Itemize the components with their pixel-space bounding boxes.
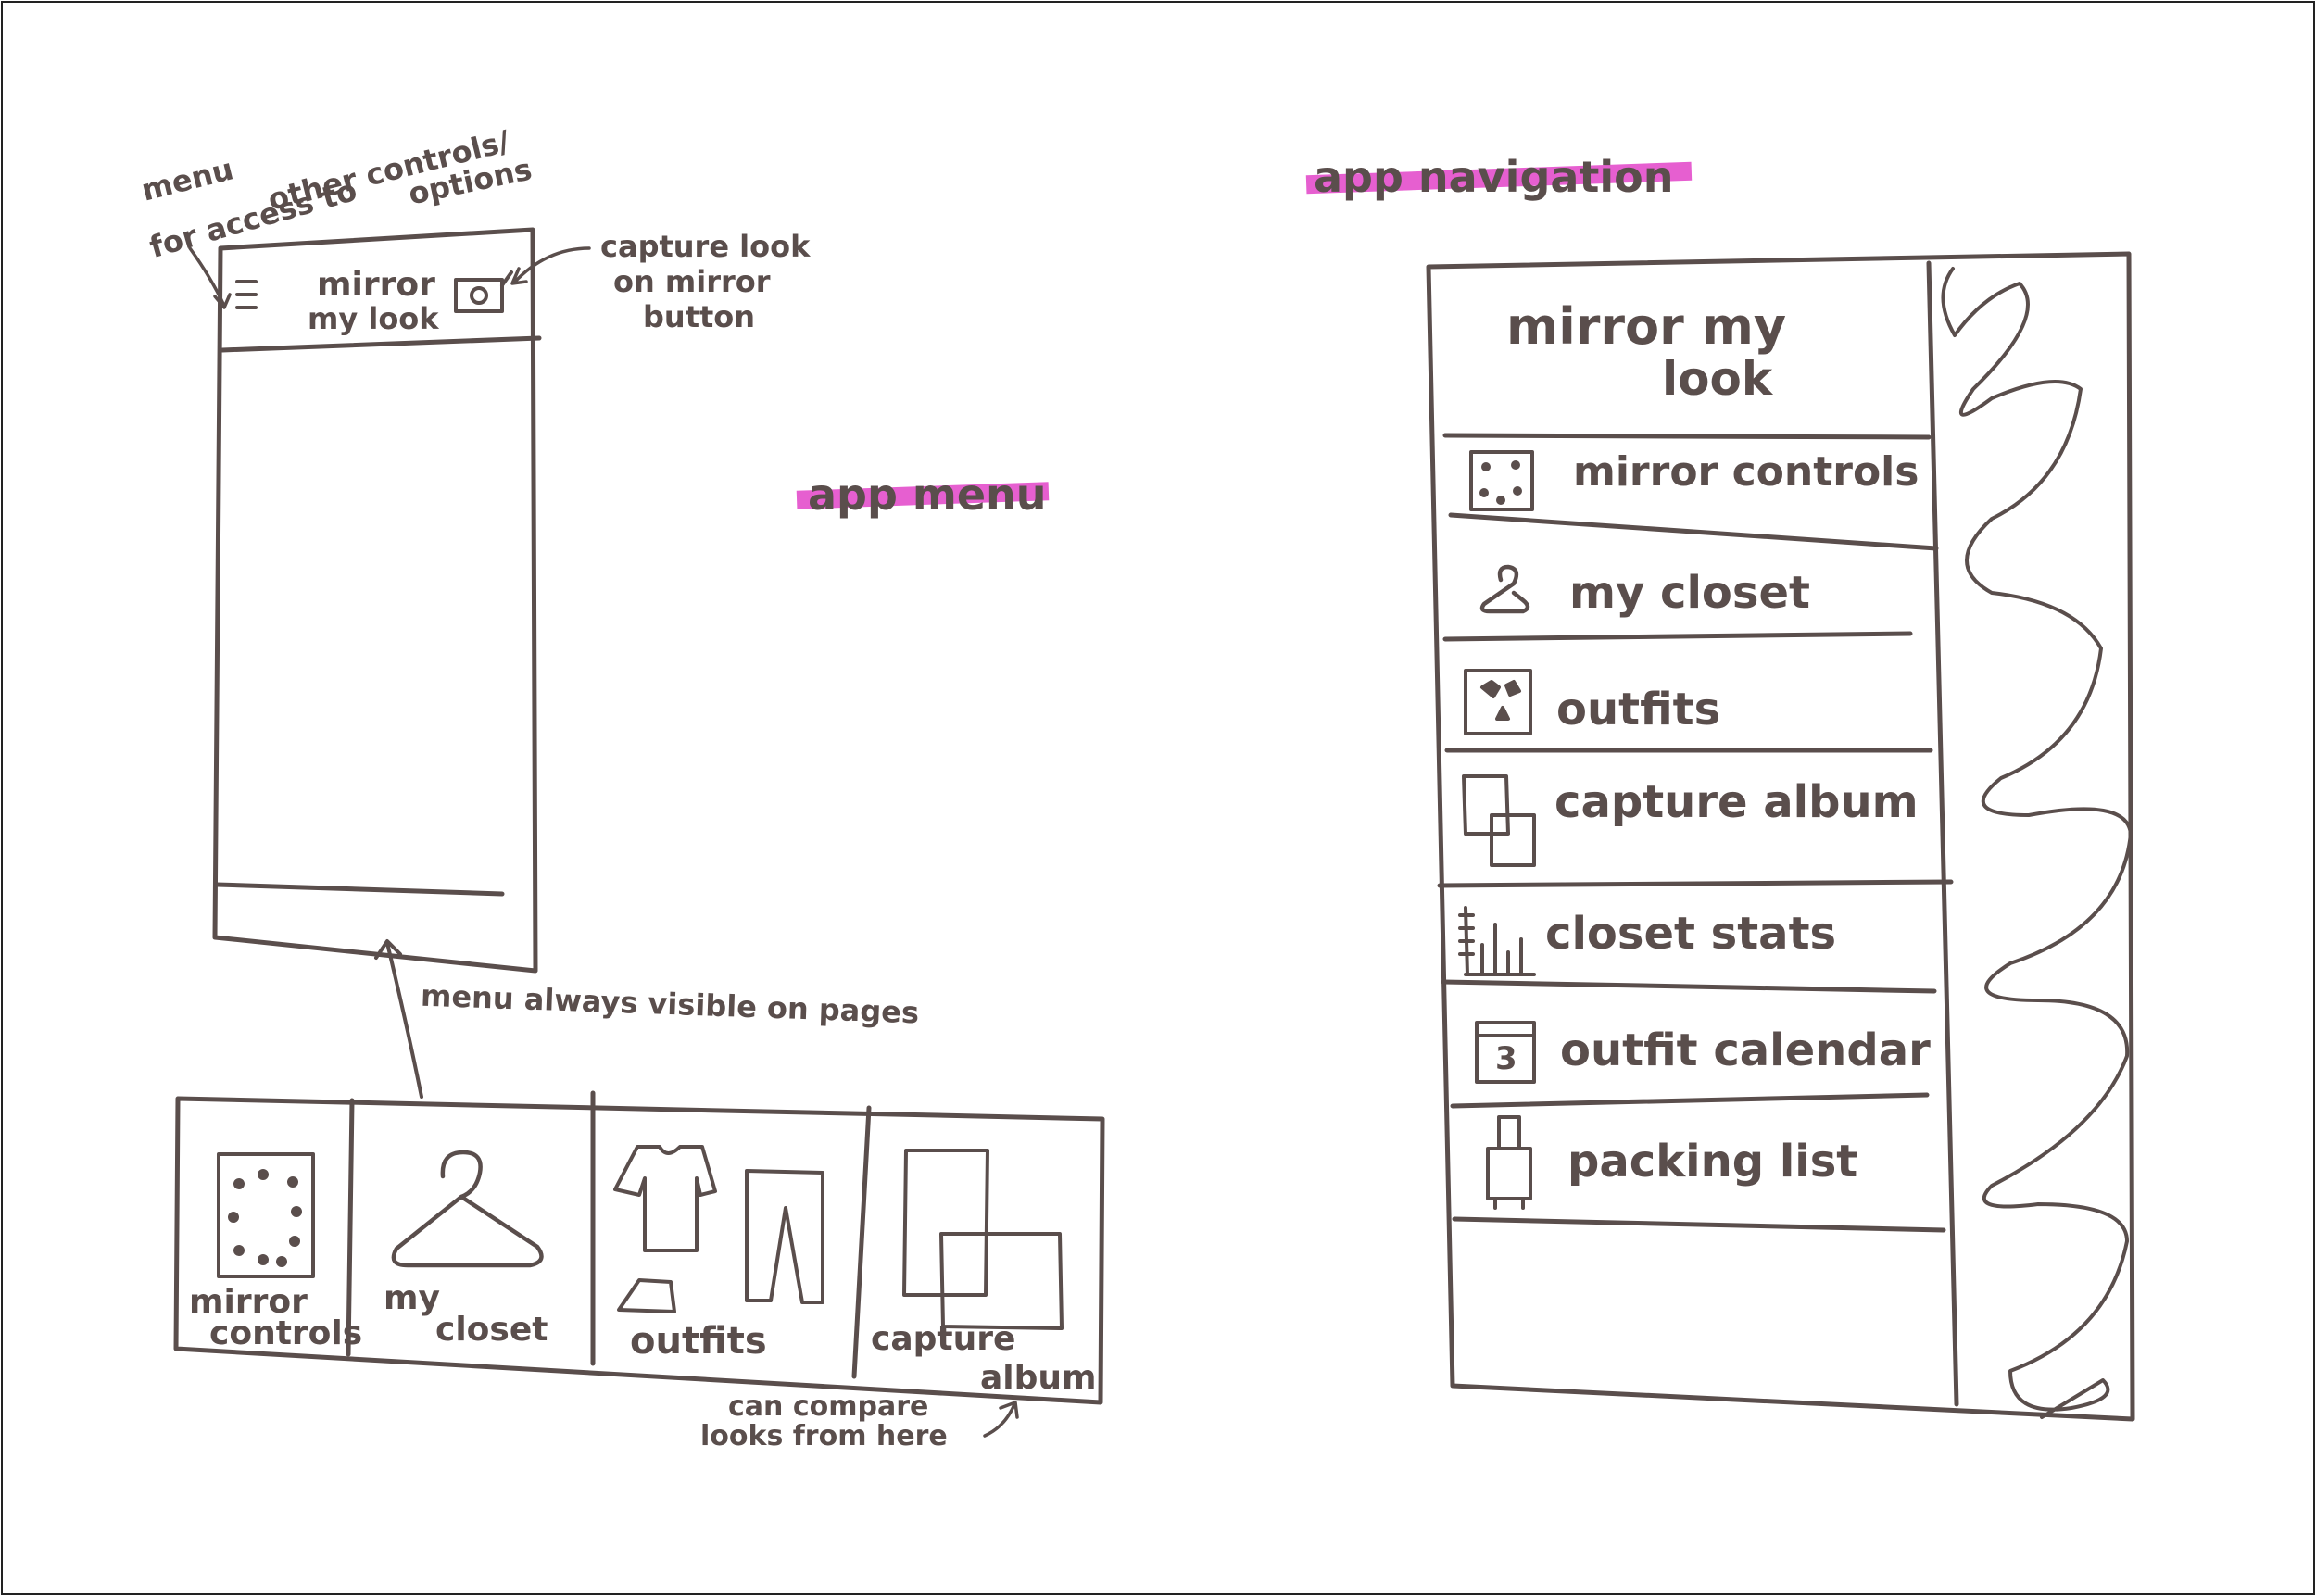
menu-item-stats-icon [1460, 908, 1534, 974]
tab-my-closet-line2[interactable]: closet [435, 1313, 548, 1347]
menu-item-outfits-icon [1466, 671, 1530, 734]
app-navigation-heading-text: app navigation [1314, 152, 1674, 202]
compare-note-line1: can compare [728, 1393, 928, 1421]
capture-note-line3: button [643, 302, 755, 332]
tab-outfits-line1[interactable]: outfits [630, 1323, 767, 1360]
menu-note-arrow [190, 248, 230, 308]
menu-item-outfits[interactable]: outfits [1556, 687, 1720, 732]
menu-visible-arrow [376, 941, 422, 1097]
calendar-icon-number: 3 [1495, 1043, 1517, 1074]
menu-item-capture-album[interactable]: capture album [1554, 780, 1919, 824]
phone-frame [215, 230, 539, 971]
compare-note-arrow [985, 1402, 1017, 1436]
drawer-title-line1: mirror my [1506, 302, 1786, 352]
hanger-icon [394, 1152, 542, 1265]
app-menu-heading-text: app menu [808, 470, 1047, 520]
menu-item-closet-icon [1482, 567, 1528, 611]
menu-item-packing-list[interactable]: packing list [1567, 1139, 1857, 1184]
phone-title-line2: my look [308, 304, 439, 333]
album-icon [904, 1150, 1062, 1328]
mirror-dots-icon [219, 1154, 313, 1276]
menu-item-mirror-controls-icon [1471, 452, 1532, 509]
camera-icon [456, 272, 511, 311]
tab-capture-album-line2[interactable]: album [980, 1362, 1097, 1395]
tab-my-closet-line1[interactable]: my [384, 1282, 440, 1315]
tab-capture-album-line1[interactable]: capture [871, 1323, 1015, 1356]
scribble-overlay [1943, 269, 2131, 1417]
app-menu-heading: app menu [797, 468, 1056, 523]
clothes-icon [615, 1147, 823, 1312]
menu-item-outfit-calendar[interactable]: outfit calendar [1560, 1028, 1931, 1073]
phone-title-line1: mirror [317, 269, 435, 302]
hamburger-icon [237, 282, 256, 308]
menu-item-packing-icon [1488, 1117, 1530, 1208]
capture-note-line2: on mirror [613, 267, 771, 296]
menu-item-closet-stats[interactable]: closet stats [1545, 911, 1836, 956]
tab-mirror-controls-line2[interactable]: controls [209, 1317, 362, 1351]
menu-item-album-icon [1464, 776, 1534, 865]
capture-note-line1: capture look [600, 232, 810, 261]
app-navigation-heading: app navigation [1306, 148, 1695, 207]
menu-item-mirror-controls[interactable]: mirror controls [1573, 452, 1919, 493]
drawer-title-line2: look [1662, 356, 1772, 402]
capture-note-arrow [512, 248, 589, 283]
menu-item-my-closet[interactable]: my closet [1569, 571, 1810, 615]
compare-note-line2: looks from here [700, 1423, 948, 1451]
